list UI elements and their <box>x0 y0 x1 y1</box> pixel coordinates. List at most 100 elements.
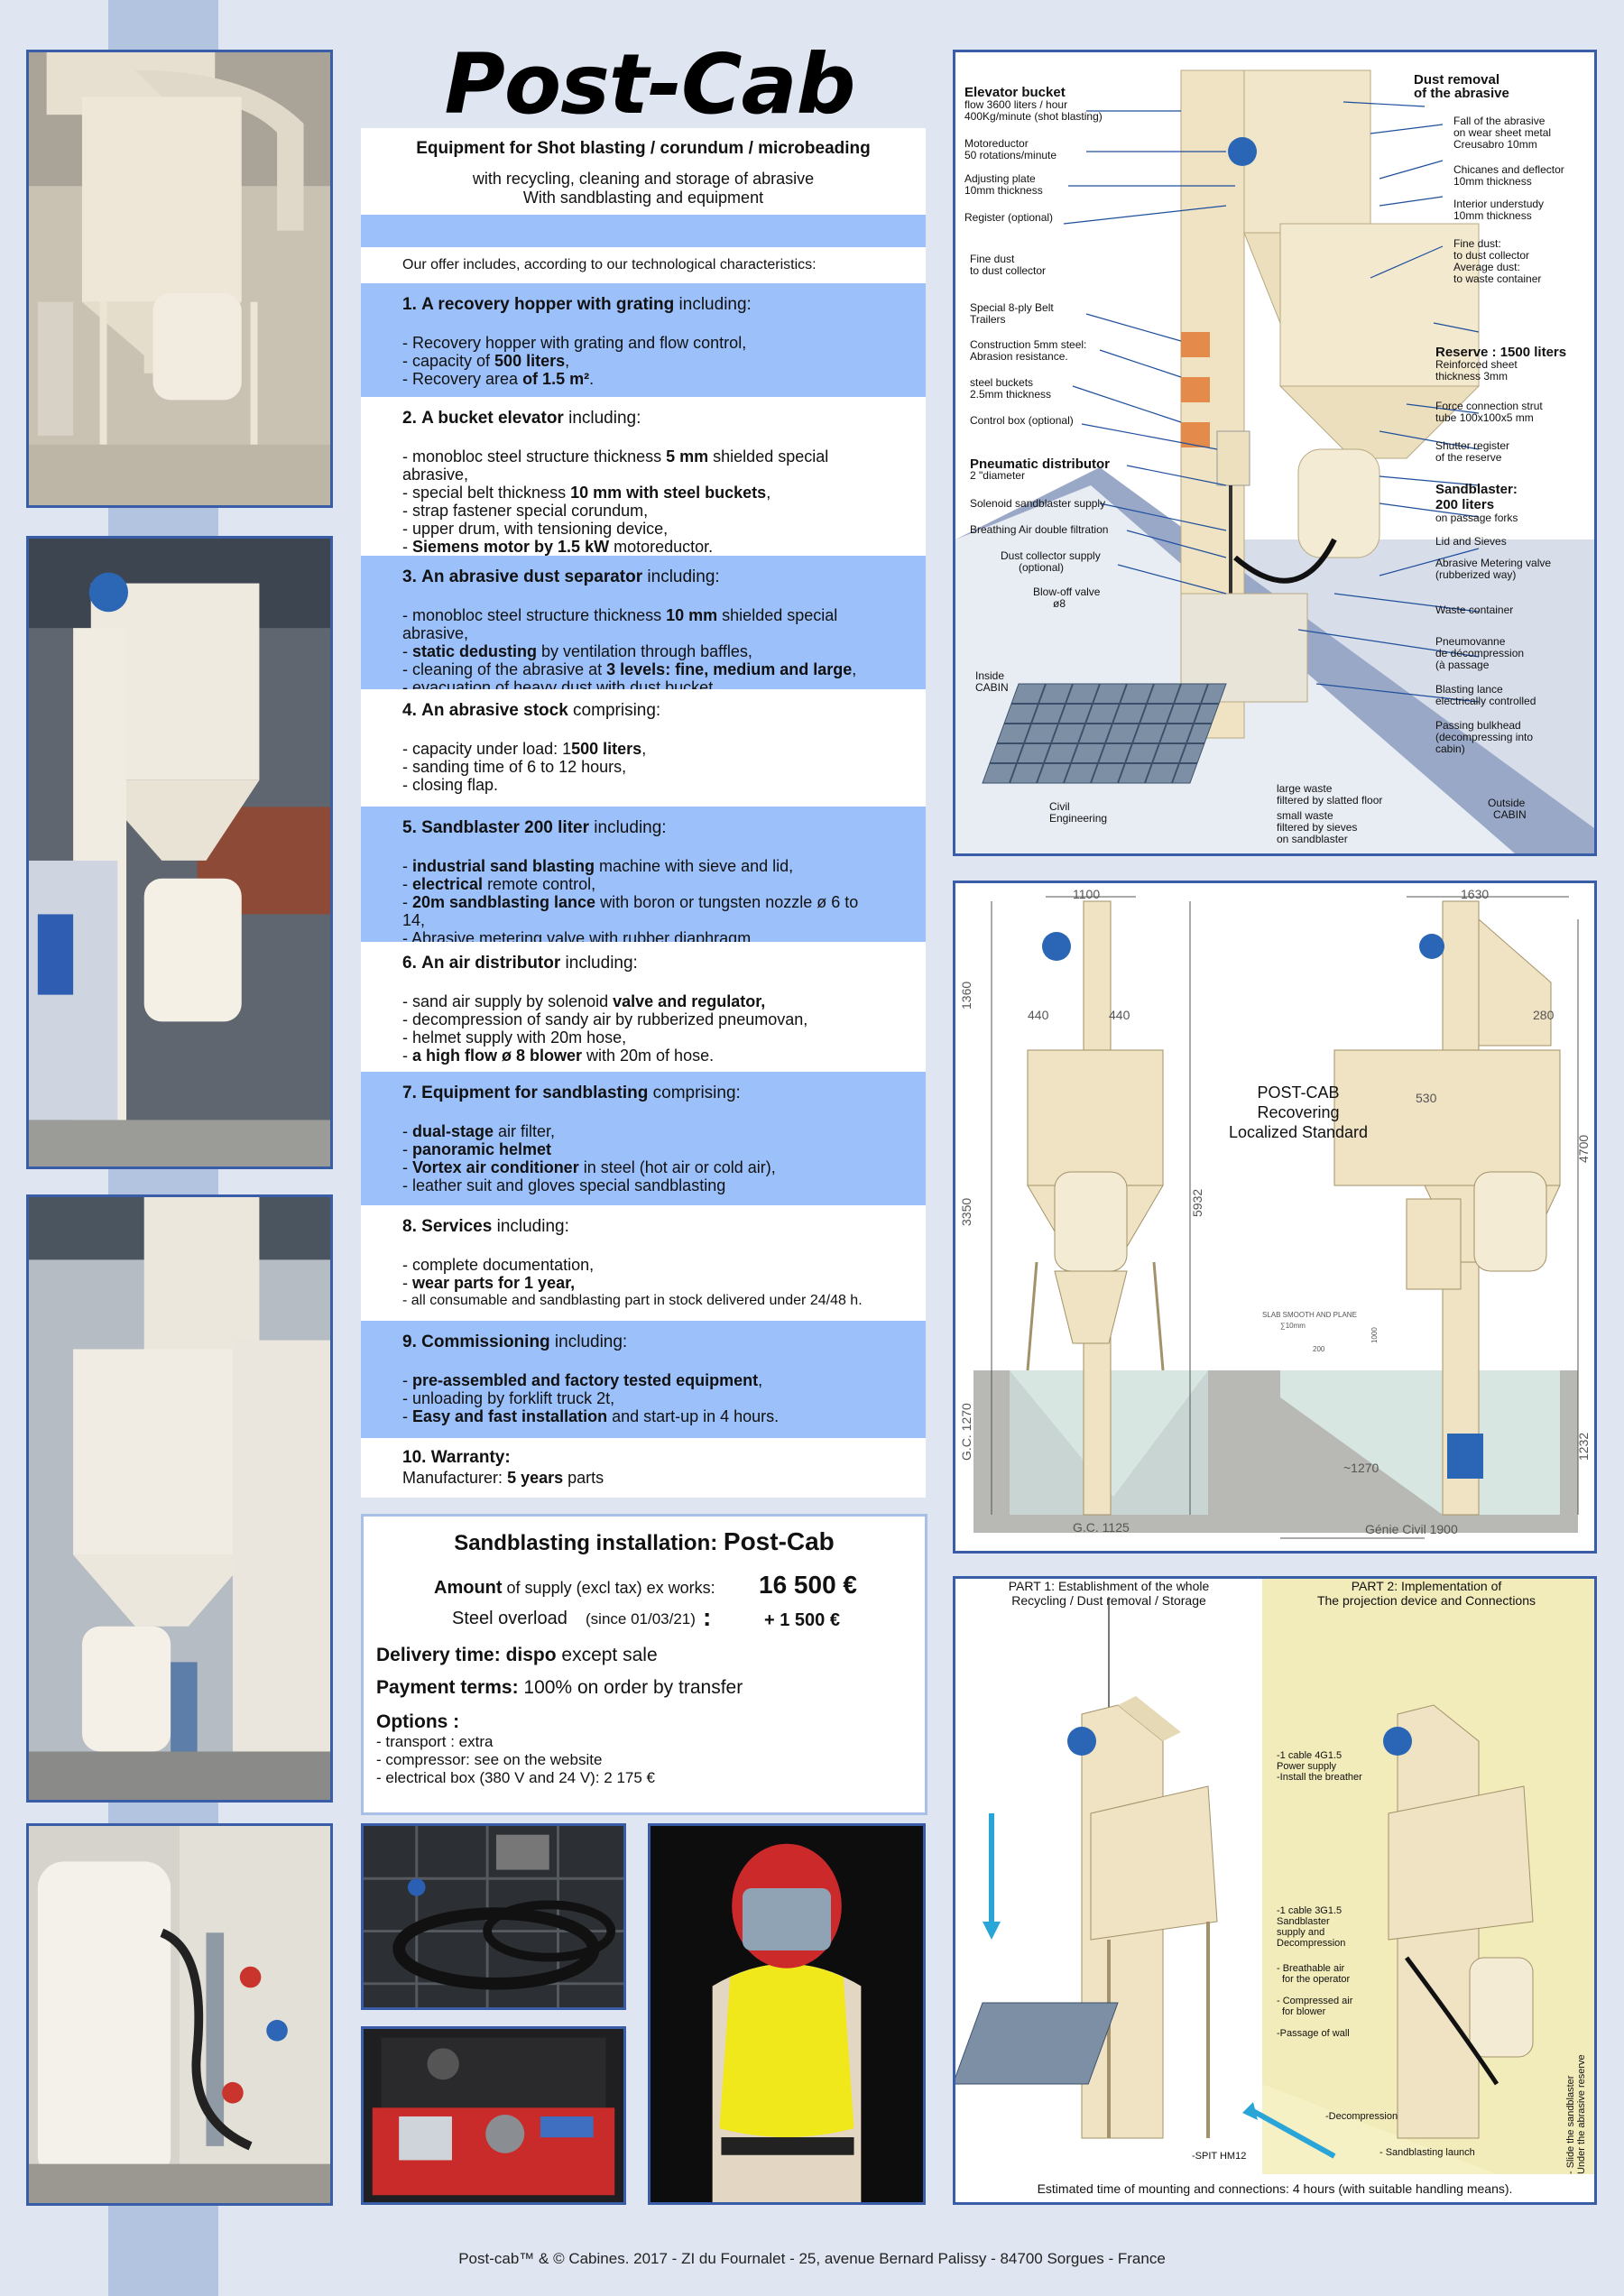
diagram-callout-label: Civil <box>1049 800 1070 813</box>
section-number: 9. <box>402 1332 417 1351</box>
diagram-callout-label: Reserve : 1500 liters <box>1435 345 1567 360</box>
mounting-time-caption: Estimated time of mounting and connectio… <box>1037 2181 1513 2196</box>
section-item: - monobloc steel structure thickness 10 … <box>402 606 838 642</box>
diagram-callout-label: Fall of the abrasive <box>1453 115 1546 127</box>
amount-text: Amount of supply (excl tax) ex works: <box>434 1578 715 1599</box>
dimension-label: 530 <box>1416 1091 1437 1105</box>
diagram-callout-label: to dust collector <box>970 264 1047 277</box>
diagram-callout-label: Motoreductor <box>964 137 1029 150</box>
section-title: An air distributor <box>421 954 561 973</box>
header-line1: Equipment for Shot blasting / corundum /… <box>416 139 871 158</box>
diagram-callout-label: Pneumovanne <box>1435 635 1506 648</box>
installation-note: for blower <box>1282 2006 1326 2017</box>
photo-helmet-operator <box>648 1823 926 2205</box>
section-item: - a high flow ø 8 blower with 20m of hos… <box>402 1047 715 1065</box>
dimension-label: 1360 <box>959 981 973 1010</box>
diagram-callout-label: to waste container <box>1453 272 1542 285</box>
section-item: - cleaning of the abrasive at 3 levels: … <box>402 660 857 678</box>
offer-section: 3. An abrasive dust separator including:… <box>361 556 926 696</box>
dimension-label: 280 <box>1533 1008 1555 1022</box>
diagram-callout-label: Creusabro 10mm <box>1453 138 1537 151</box>
section-item: - sanding time of 6 to 12 hours, <box>402 758 627 776</box>
section-title: An abrasive dust separator <box>421 567 643 586</box>
steel-colon: : <box>703 1603 712 1631</box>
amount-value: 16 500 € <box>759 1571 857 1599</box>
dimension-caption: Recovering <box>1257 1103 1340 1121</box>
diagram-callout-label: electrically controlled <box>1435 695 1536 707</box>
dimension-label: 1000 <box>1370 1327 1379 1343</box>
section-heading: 1. A recovery hopper with grating includ… <box>402 296 884 314</box>
offer-section: 10. Warranty: Manufacturer: 5 years parts <box>361 1438 926 1498</box>
diagram-callout-label: thickness 3mm <box>1435 370 1509 383</box>
diagram-callout-label: Outside <box>1488 797 1526 809</box>
dimension-label: ~1270 <box>1343 1461 1379 1475</box>
section-item: - Easy and fast installation and start-u… <box>402 1407 780 1425</box>
installation-note: -Decompression <box>1325 2111 1398 2122</box>
section-item: - helmet supply with 20m hose, <box>402 1028 627 1047</box>
section-heading: 2. A bucket elevator including: <box>402 410 884 428</box>
section-item: - Siemens motor by 1.5 kW motoreductor. <box>402 538 714 556</box>
section-suffix: including: <box>560 954 638 973</box>
section-number: 5. <box>402 818 417 837</box>
section-number: 7. <box>402 1083 417 1102</box>
section-title: A bucket elevator <box>421 409 564 428</box>
section-heading: 4. An abrasive stock comprising: <box>402 702 884 720</box>
dimension-label: 4700 <box>1576 1134 1591 1163</box>
header-bar <box>361 215 926 247</box>
delivery-row: Delivery time: dispo except sale <box>376 1645 912 1666</box>
section-item: - 20m sandblasting lance with boron or t… <box>402 893 859 929</box>
photo-installation-2 <box>26 536 333 1169</box>
options-label: Options : <box>376 1711 460 1732</box>
installation-note: - Compressed air <box>1277 1996 1353 2006</box>
section-suffix: including: <box>492 1217 569 1236</box>
section-item: - strap fastener special corundum, <box>402 502 649 520</box>
installation-note: - Breathable air <box>1277 1963 1345 1974</box>
diagram-callout-label: on passage forks <box>1435 512 1518 524</box>
installation-note: Under the abrasive reserve <box>1576 2054 1587 2174</box>
option-item: - electrical box (380 V and 24 V): 2 175… <box>376 1769 656 1786</box>
section-title: An abrasive stock <box>421 701 568 720</box>
diagram-callout-label: Elevator bucket <box>964 85 1066 100</box>
diagram-callout-label: 2.5mm thickness <box>970 388 1052 401</box>
dimension-label: 5932 <box>1190 1188 1204 1217</box>
section-item: - pre-assembled and factory tested equip… <box>402 1371 763 1389</box>
section-heading: 3. An abrasive dust separator including: <box>402 568 884 586</box>
diagram-callout-label: Engineering <box>1049 812 1108 825</box>
option-item: - transport : extra <box>376 1733 494 1750</box>
diagram-callout-label: Abrasion resistance. <box>970 350 1068 363</box>
installation-note: Sandblaster <box>1277 1916 1330 1927</box>
diagram-callout-label: Force connection strut <box>1435 400 1543 412</box>
dimension-label: 440 <box>1109 1008 1130 1022</box>
diagram-callout-label: Breathing Air double filtration <box>970 523 1109 536</box>
photo-toolbox <box>361 2026 626 2205</box>
amount-desc: of supply (excl tax) ex works: <box>502 1579 715 1597</box>
diagram-callout-label: Pneumatic distributor <box>970 456 1111 472</box>
diagram-callout-label: Fine dust <box>970 253 1015 265</box>
section-suffix: including: <box>549 1332 628 1351</box>
offer-section: 1. A recovery hopper with grating includ… <box>361 283 926 397</box>
photo-hoses <box>361 1823 626 2010</box>
section-suffix: including: <box>563 409 641 428</box>
price-heading-name: Post-Cab <box>723 1527 835 1555</box>
diagram-callout-label: CABIN <box>1493 808 1527 821</box>
diagram-callout-label: (optional) <box>1019 561 1065 574</box>
diagram-callout-label: Register (optional) <box>964 211 1054 224</box>
section-item: - leather suit and gloves special sandbl… <box>402 1176 726 1194</box>
offer-section: 6. An air distributor including:- sand a… <box>361 942 926 1072</box>
section-number: 8. <box>402 1217 417 1236</box>
header-line3: With sandblasting and equipment <box>522 189 764 207</box>
dimension-label: Génie Civil 1900 <box>1365 1522 1458 1536</box>
installation-note: -Passage of wall <box>1277 2028 1350 2039</box>
diagram-callout-label: Trailers <box>970 313 1006 326</box>
section-heading: 6. An air distributor including: <box>402 954 884 973</box>
section-item: - monobloc steel structure thickness 5 m… <box>402 447 829 484</box>
diagram-callout-label: 400Kg/minute (shot blasting) <box>964 110 1103 123</box>
section-item: - capacity under load: 1500 liters, <box>402 740 647 758</box>
section-item: Manufacturer: 5 years parts <box>402 1469 604 1487</box>
diagram-callout-label: Average dust: <box>1453 261 1520 273</box>
installation-note: -1 cable 3G1.5 <box>1277 1905 1343 1916</box>
section-heading: 10. Warranty: <box>402 1449 884 1467</box>
header-line2: with recycling, cleaning and storage of … <box>472 170 815 188</box>
